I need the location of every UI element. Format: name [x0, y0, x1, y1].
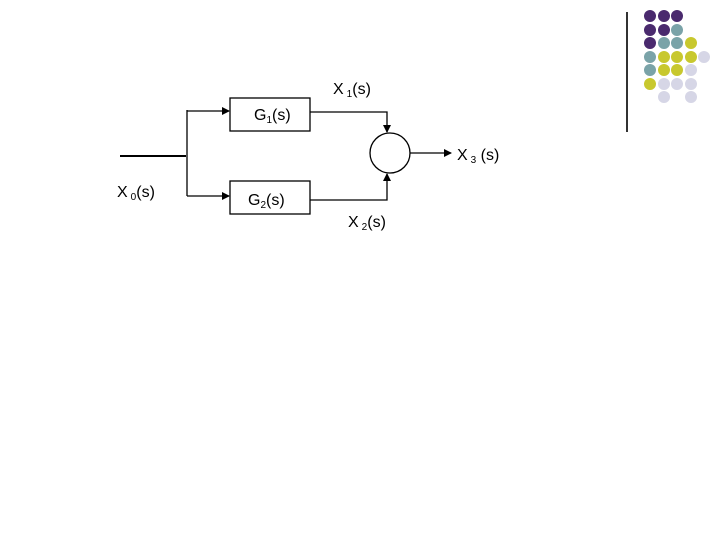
decorative-dot	[684, 64, 697, 76]
decorative-dot	[657, 37, 670, 49]
g1-label: G1(s)	[254, 107, 291, 126]
summing-junction	[369, 132, 411, 174]
decorative-dot	[644, 64, 656, 76]
decorative-dot	[671, 37, 683, 49]
decorative-dot	[684, 50, 697, 63]
decorative-dot	[644, 37, 656, 49]
decorative-dot	[671, 23, 683, 36]
decorative-dot	[671, 64, 683, 76]
arrow-g1-to-sum	[310, 111, 391, 133]
decorative-dot	[684, 37, 697, 49]
decorative-divider	[626, 12, 628, 132]
decorative-dot	[671, 77, 683, 90]
decorative-dot	[684, 77, 697, 90]
arrow-g2-to-sum	[310, 173, 391, 201]
decorative-dot	[698, 50, 710, 63]
x2-label: X2(s)	[348, 214, 386, 233]
g1-block	[229, 97, 311, 132]
decorative-dot	[644, 23, 656, 36]
decorative-dot	[657, 77, 670, 90]
decorative-dot	[644, 50, 656, 63]
decorative-dot	[684, 91, 697, 103]
decorative-dot	[671, 10, 683, 22]
decorative-dot	[657, 10, 670, 22]
decorative-dot	[671, 50, 683, 63]
decorative-dot	[657, 64, 670, 76]
decorative-dot-grid	[640, 10, 720, 120]
x1-label: X1(s)	[333, 81, 371, 100]
decorative-dot	[657, 50, 670, 63]
g2-label: G2(s)	[248, 192, 285, 211]
x0-label: X0(s)	[117, 184, 155, 203]
decorative-dot	[644, 77, 656, 90]
decorative-dot	[657, 91, 670, 103]
g2-block	[229, 180, 311, 215]
decorative-dot	[657, 23, 670, 36]
decorative-dot	[644, 10, 656, 22]
x3-label: X3 (s)	[457, 147, 500, 166]
